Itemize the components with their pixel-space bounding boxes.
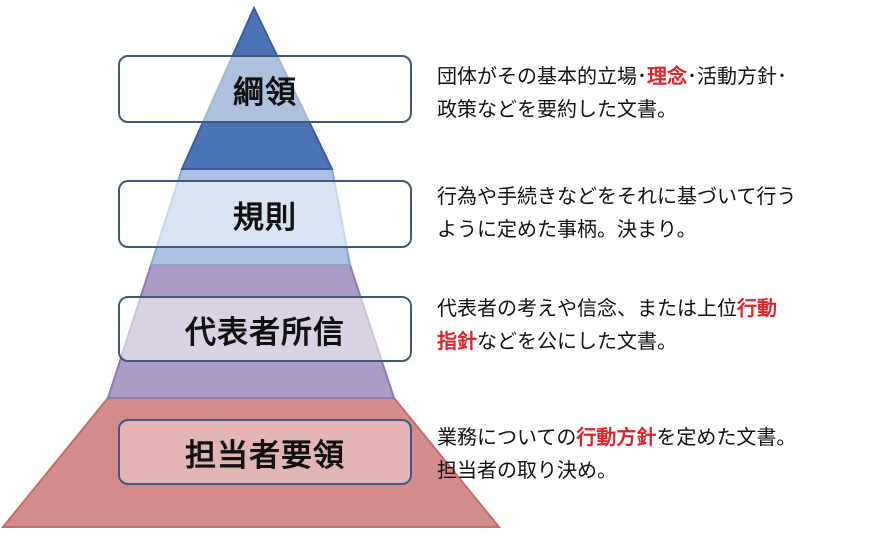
tier-2-description: 行為や手続きなどをそれに基づいて行う ように定めた事柄。決まり。 bbox=[437, 180, 877, 246]
description-text: 代表者の考えや信念、または上位 bbox=[437, 296, 737, 320]
description-line: 業務についての行動方針を定めた文書。 bbox=[437, 421, 877, 454]
description-highlight: 行動方針 bbox=[576, 425, 657, 449]
description-text: を定めた文書。 bbox=[656, 425, 797, 449]
description-line: 団体がその基本的立場･理念･活動方針･ bbox=[437, 60, 877, 93]
tier-3-label-box: 代表者所信 bbox=[118, 296, 412, 362]
description-line: 担当者の取り決め。 bbox=[437, 454, 877, 487]
description-line: 代表者の考えや信念、または上位行動 bbox=[437, 292, 877, 325]
description-text: ように定めた事柄。決まり。 bbox=[437, 217, 697, 241]
description-line: 政策などを要約した文書。 bbox=[437, 93, 877, 126]
tier-1-label: 綱領 bbox=[233, 74, 297, 111]
description-text: 団体がその基本的立場･ bbox=[437, 64, 647, 88]
description-line: 行為や手続きなどをそれに基づいて行う bbox=[437, 180, 877, 213]
tier-2-label-box: 規則 bbox=[118, 180, 412, 248]
description-text: 政策などを要約した文書。 bbox=[437, 97, 677, 121]
description-highlight: 指針 bbox=[437, 329, 477, 353]
tier-4-label-box: 担当者要領 bbox=[118, 419, 412, 485]
description-highlight: 行動 bbox=[737, 296, 777, 320]
tier-4-description: 業務についての行動方針を定めた文書。 担当者の取り決め。 bbox=[437, 421, 877, 487]
tier-2-label: 規則 bbox=[233, 199, 297, 236]
description-text: 担当者の取り決め。 bbox=[437, 458, 617, 482]
description-text: 行為や手続きなどをそれに基づいて行う bbox=[437, 184, 797, 208]
tier-1-description: 団体がその基本的立場･理念･活動方針･ 政策などを要約した文書。 bbox=[437, 60, 877, 126]
description-highlight: 理念 bbox=[647, 64, 687, 88]
tier-1-label-box: 綱領 bbox=[118, 55, 412, 123]
tier-3-label: 代表者所信 bbox=[185, 314, 345, 351]
description-text: ･活動方針･ bbox=[687, 64, 787, 88]
description-text: 業務についての bbox=[437, 425, 577, 449]
description-text: などを公にした文書。 bbox=[477, 329, 677, 353]
tier-4-label: 担当者要領 bbox=[185, 437, 345, 474]
description-line: 指針などを公にした文書。 bbox=[437, 325, 877, 358]
description-line: ように定めた事柄。決まり。 bbox=[437, 213, 877, 246]
tier-3-description: 代表者の考えや信念、または上位行動 指針などを公にした文書。 bbox=[437, 292, 877, 358]
